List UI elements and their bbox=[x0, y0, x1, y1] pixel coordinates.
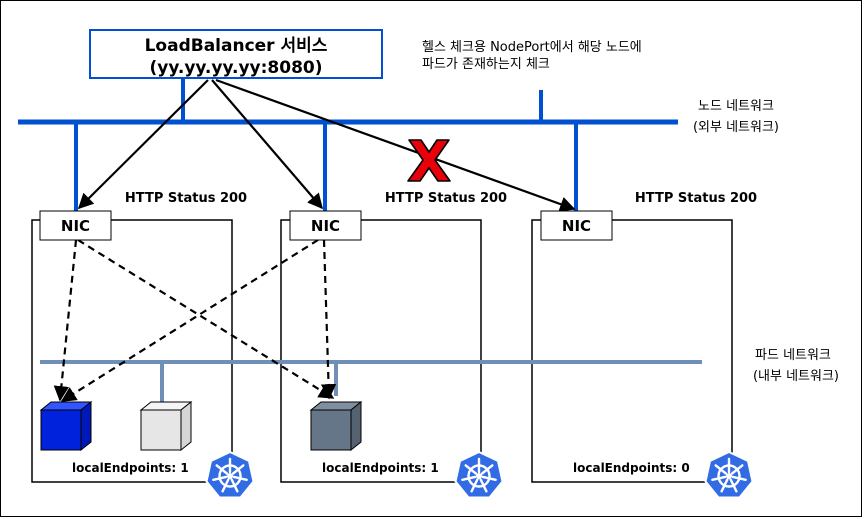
nic-box-3 bbox=[540, 210, 613, 241]
route-nic1-pod1 bbox=[53, 239, 78, 402]
route-nic2-pod3 bbox=[320, 239, 337, 400]
node-box-3 bbox=[531, 219, 733, 483]
health-check-note-line1: 헬스 체크용 NodePort에서 해당 노드에 bbox=[422, 40, 642, 55]
node1-http-status: HTTP Status 200 bbox=[125, 191, 247, 206]
nic-label-2: NIC bbox=[311, 217, 340, 235]
nic-label-1: NIC bbox=[61, 217, 90, 235]
load-balancer-title: LoadBalancer 서비스 bbox=[145, 36, 328, 56]
lb-route-nic1 bbox=[77, 79, 209, 210]
node2-local-endpoints: localEndpoints: 1 bbox=[322, 461, 439, 475]
pod-cube-icon bbox=[309, 400, 363, 452]
pod-cube-icon bbox=[39, 400, 93, 452]
lb-route-nic3 bbox=[215, 78, 576, 212]
node3-local-endpoints: localEndpoints: 0 bbox=[573, 461, 690, 475]
load-balancer-box bbox=[89, 29, 383, 79]
node2-http-status: HTTP Status 200 bbox=[385, 191, 507, 206]
node-network-sublabel: (외부 네트워크) bbox=[693, 120, 779, 135]
health-check-note-line2: 파드가 존재하는지 체크 bbox=[422, 57, 550, 72]
route-nic2-pod1 bbox=[60, 239, 319, 402]
kubernetes-icon bbox=[704, 450, 754, 499]
kubernetes-icon bbox=[205, 450, 255, 499]
nic-box-2 bbox=[289, 210, 362, 241]
lb-route-nic2 bbox=[211, 79, 324, 210]
kubernetes-icon bbox=[454, 450, 504, 499]
node-network-label: 노드 네트워크 bbox=[698, 99, 774, 114]
route-nic1-pod3 bbox=[77, 239, 335, 399]
nic-box-1 bbox=[39, 210, 112, 241]
nic-label-3: NIC bbox=[562, 217, 591, 235]
x-mark-icon bbox=[407, 139, 451, 182]
node3-http-status: HTTP Status 200 bbox=[635, 191, 757, 206]
pod-cube-icon bbox=[139, 400, 193, 452]
pod-network-sublabel: (내부 네트워크) bbox=[753, 369, 839, 384]
pod-network-label: 파드 네트워크 bbox=[755, 348, 831, 363]
node1-local-endpoints: localEndpoints: 1 bbox=[72, 461, 189, 475]
load-balancer-address: (yy.yy.yy.yy:8080) bbox=[150, 58, 323, 78]
